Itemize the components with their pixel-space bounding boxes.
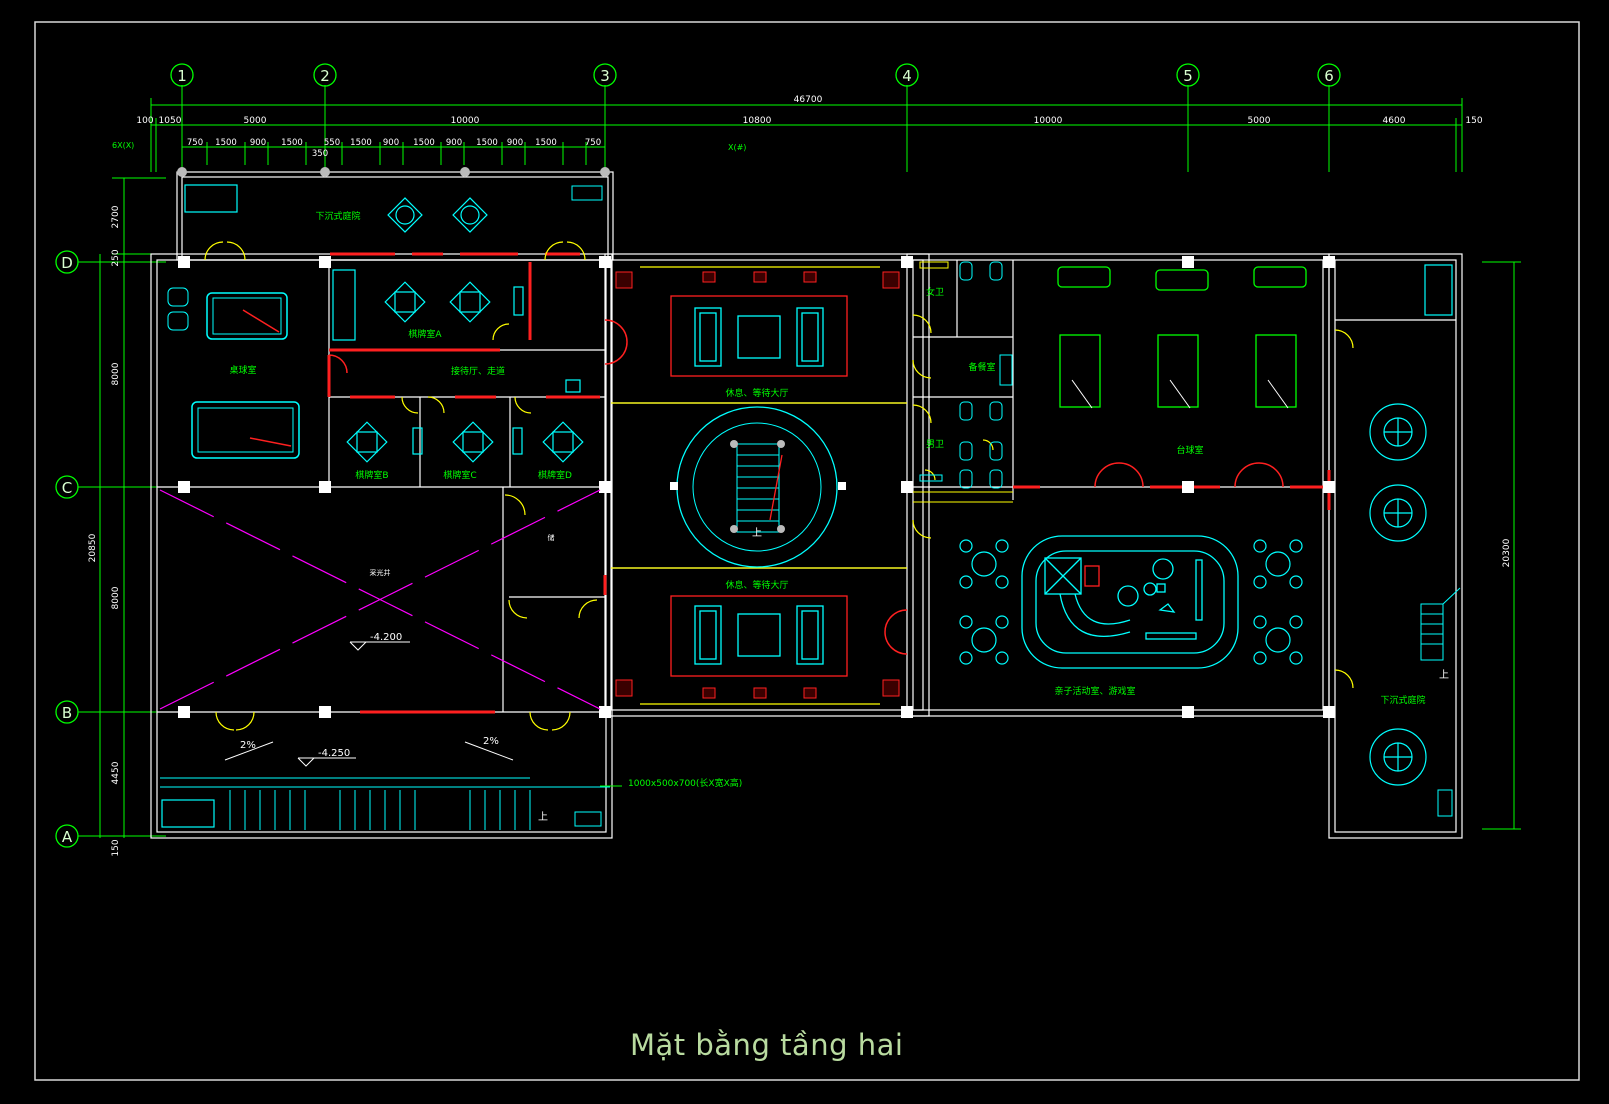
dimension-note: 1000x500x700(长X宽X高): [628, 777, 742, 789]
dim-top-7: 4600: [1383, 116, 1406, 126]
round-tables: [161, 184, 1453, 828]
dim-sub-7: 1500: [413, 138, 435, 148]
axis-label-A: A: [62, 828, 73, 846]
dim-sub-5: 1500: [350, 138, 372, 148]
dim-left-5: 4450: [111, 761, 121, 784]
feature-walls: [327, 252, 1331, 714]
axis-label-B: B: [62, 704, 72, 722]
label-lounge-bottom: 休息、等待大厅: [725, 579, 788, 591]
label-male-wc: 男卫: [926, 439, 944, 450]
row-axis-markers: [55, 250, 79, 848]
label-kids: 亲子活动室、游戏室: [1054, 685, 1135, 697]
label-chess-d: 棋牌室D: [538, 469, 572, 481]
axis-label-5: 5: [1183, 67, 1193, 85]
label-sunken-right: 下沉式庭院: [1380, 694, 1425, 706]
dim-sub-1: 1500: [215, 138, 237, 148]
stair-up-spiral: 上: [752, 527, 762, 539]
label-billiards: 桌球室: [229, 364, 256, 376]
dim-left-3: 20850: [88, 533, 98, 562]
dim-sub-11: 1500: [535, 138, 557, 148]
label-small-store: 储: [548, 533, 555, 542]
pool-tables: [1057, 266, 1307, 409]
doors: [204, 241, 1354, 731]
billiard-tables: [167, 287, 300, 459]
dim-top-0: 100: [136, 116, 153, 126]
dim-sub-9: 1500: [476, 138, 498, 148]
dim-sub-3: 1500: [281, 138, 303, 148]
dim-note-350: 350: [312, 149, 328, 159]
sub-dimension-ticks: [181, 142, 587, 165]
slope-left: 2%: [240, 740, 256, 751]
dim-top-6: 5000: [1248, 116, 1271, 126]
dim-sub-0: 750: [187, 138, 203, 148]
stair-up-bottom: 上: [538, 811, 548, 823]
play-area: [1021, 535, 1239, 669]
dim-sub-4: 550: [324, 138, 340, 148]
play-tables: [959, 539, 1303, 665]
top-dimension-lines: [150, 85, 1463, 172]
axis-label-6: 6: [1324, 67, 1334, 85]
dim-sub-10: 900: [507, 138, 523, 148]
axis-label-4: 4: [902, 67, 912, 85]
label-void: 采光井: [370, 568, 391, 577]
label-storage: 备餐室: [968, 361, 995, 373]
void-diagonals: [159, 489, 601, 710]
dim-top-8: 150: [1465, 116, 1482, 126]
dim-sub-6: 900: [383, 138, 399, 148]
label-reception: 接待厅、走道: [451, 365, 505, 377]
column-axis-markers: [170, 63, 1341, 87]
label-female-wc: 女卫: [926, 286, 944, 298]
drawing-title: Mặt bằng tầng hai: [630, 1028, 904, 1062]
dim-note-mid: X(#): [728, 143, 746, 152]
dim-top-4: 10800: [743, 116, 772, 126]
lounge-sofas: [615, 271, 900, 699]
drawing-frame: [34, 21, 1580, 1081]
axis-label-C: C: [62, 479, 72, 497]
restroom-fixtures: [913, 261, 1013, 503]
axis-label-1: 1: [177, 67, 187, 85]
dim-note-left: 6X(X): [112, 141, 134, 150]
label-chess-b: 棋牌室B: [355, 469, 388, 481]
court-level: -4.250: [318, 748, 350, 759]
dim-left-0: 2700: [111, 205, 121, 228]
void-level: -4.200: [370, 632, 402, 643]
card-tables: [332, 197, 584, 463]
axis-label-3: 3: [600, 67, 610, 85]
dim-left-4: 8000: [111, 586, 121, 609]
dim-top-2: 5000: [244, 116, 267, 126]
level-markers: [224, 641, 514, 767]
label-sunken-top: 下沉式庭院: [315, 210, 360, 222]
dim-top-5: 10000: [1034, 116, 1063, 126]
dim-sub-12: 750: [585, 138, 601, 148]
stair-up-right: 上: [1439, 669, 1449, 681]
label-chess-a: 棋牌室A: [408, 328, 442, 340]
dim-left-2: 8000: [111, 362, 121, 385]
dim-top-1: 1050: [159, 116, 182, 126]
stairs: [160, 185, 1461, 830]
dim-right: 20300: [1502, 538, 1512, 567]
label-lounge-top: 休息、等待大厅: [725, 387, 788, 399]
axis-label-D: D: [61, 254, 73, 272]
dim-top-3: 10000: [451, 116, 480, 126]
dim-sub-2: 900: [250, 138, 266, 148]
label-chess-c: 棋牌室C: [443, 469, 476, 481]
spiral-staircase: [670, 406, 846, 568]
label-table-tennis: 台球室: [1176, 444, 1203, 456]
dim-left-6: 150: [111, 839, 121, 856]
dim-left-1: 250: [111, 249, 121, 266]
slope-right: 2%: [483, 736, 499, 747]
dim-overall: 46700: [794, 95, 823, 105]
red-doors: [328, 319, 1284, 655]
structural-columns: [177, 167, 1335, 718]
axis-label-2: 2: [320, 67, 330, 85]
dim-sub-8: 900: [446, 138, 462, 148]
left-dimension-lines: [78, 177, 1521, 838]
glass-partitions: [611, 266, 907, 705]
